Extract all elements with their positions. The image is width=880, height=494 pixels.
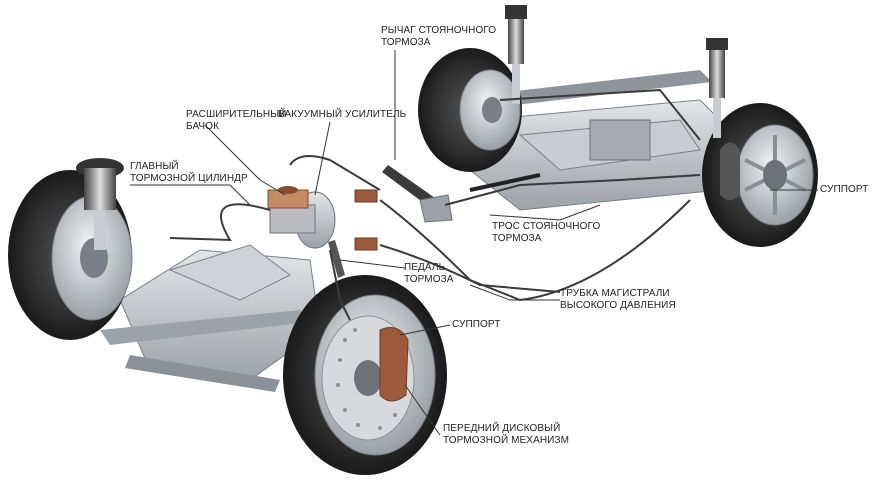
label-front-disc-mechanism: ПЕРЕДНИЙ ДИСКОВЫЙ ТОРМОЗНОЙ МЕХАНИЗМ <box>443 423 569 447</box>
master-cylinder-assembly <box>267 186 336 249</box>
label-high-pressure-line-line2: ВЫСОКОГО ДАВЛЕНИЯ <box>560 300 676 311</box>
rear-left-shock <box>505 5 527 104</box>
parking-brake-lever <box>382 165 453 223</box>
label-front-disc-mechanism-line2: ТОРМОЗНОЙ МЕХАНИЗМ <box>443 435 570 446</box>
label-parking-cable-line1: ТРОС СТОЯНОЧНОГО <box>492 221 601 232</box>
label-parking-lever-line1: РЫЧАГ СТОЯНОЧНОГО <box>381 25 497 36</box>
rear-right-shock <box>706 38 728 138</box>
label-vacuum-booster: ВАКУУМНЫЙ УСИЛИТЕЛЬ <box>278 109 406 121</box>
brake-pedal-shape <box>328 240 345 278</box>
label-brake-pedal-line2: ТОРМОЗА <box>404 274 454 285</box>
label-caliper-front: СУППОРТ <box>452 319 500 331</box>
brake-lines <box>169 88 701 321</box>
label-caliper-front-line1: СУППОРТ <box>452 319 501 330</box>
rear-right-wheel <box>702 103 818 247</box>
label-high-pressure-line-line1: ТРУБКА МАГИСТРАЛИ <box>560 288 670 299</box>
brake-valve-upper <box>354 189 378 203</box>
label-parking-cable: ТРОС СТОЯНОЧНОГО ТОРМОЗА <box>492 221 600 245</box>
label-master-cylinder-line1: ГЛАВНЫЙ <box>130 161 179 172</box>
rear-left-wheel <box>418 48 522 172</box>
label-parking-lever: РЫЧАГ СТОЯНОЧНОГО ТОРМОЗА <box>381 25 496 49</box>
label-parking-cable-line2: ТОРМОЗА <box>492 233 542 244</box>
brake-valve-lower <box>354 237 378 251</box>
label-brake-pedal: ПЕДАЛЬ ТОРМОЗА <box>404 262 454 286</box>
front-caliper-body <box>379 327 409 402</box>
label-caliper-rear: СУППОРТ <box>820 184 868 196</box>
front-left-strut <box>76 158 124 250</box>
front-right-wheel <box>283 275 447 475</box>
front-subframe <box>100 244 321 392</box>
leader-lines <box>130 50 818 436</box>
label-expansion-tank-line1: РАСШИРИТЕЛЬНЫЙ <box>186 109 287 120</box>
label-parking-lever-line2: ТОРМОЗА <box>381 37 431 48</box>
label-expansion-tank: РАСШИРИТЕЛЬНЫЙ БАЧОК <box>186 109 286 133</box>
label-expansion-tank-line2: БАЧОК <box>186 121 219 132</box>
parking-brake-cable <box>469 173 541 192</box>
label-master-cylinder-line2: ТОРМОЗНОЙ ЦИЛИНДР <box>130 173 248 184</box>
label-master-cylinder: ГЛАВНЫЙ ТОРМОЗНОЙ ЦИЛИНДР <box>130 161 248 185</box>
label-caliper-rear-line1: СУППОРТ <box>820 184 869 195</box>
label-brake-pedal-line1: ПЕДАЛЬ <box>404 262 446 273</box>
label-high-pressure-line: ТРУБКА МАГИСТРАЛИ ВЫСОКОГО ДАВЛЕНИЯ <box>560 288 676 312</box>
label-vacuum-booster-line1: ВАКУУМНЫЙ УСИЛИТЕЛЬ <box>278 109 407 120</box>
label-front-disc-mechanism-line1: ПЕРЕДНИЙ ДИСКОВЫЙ <box>443 423 561 434</box>
